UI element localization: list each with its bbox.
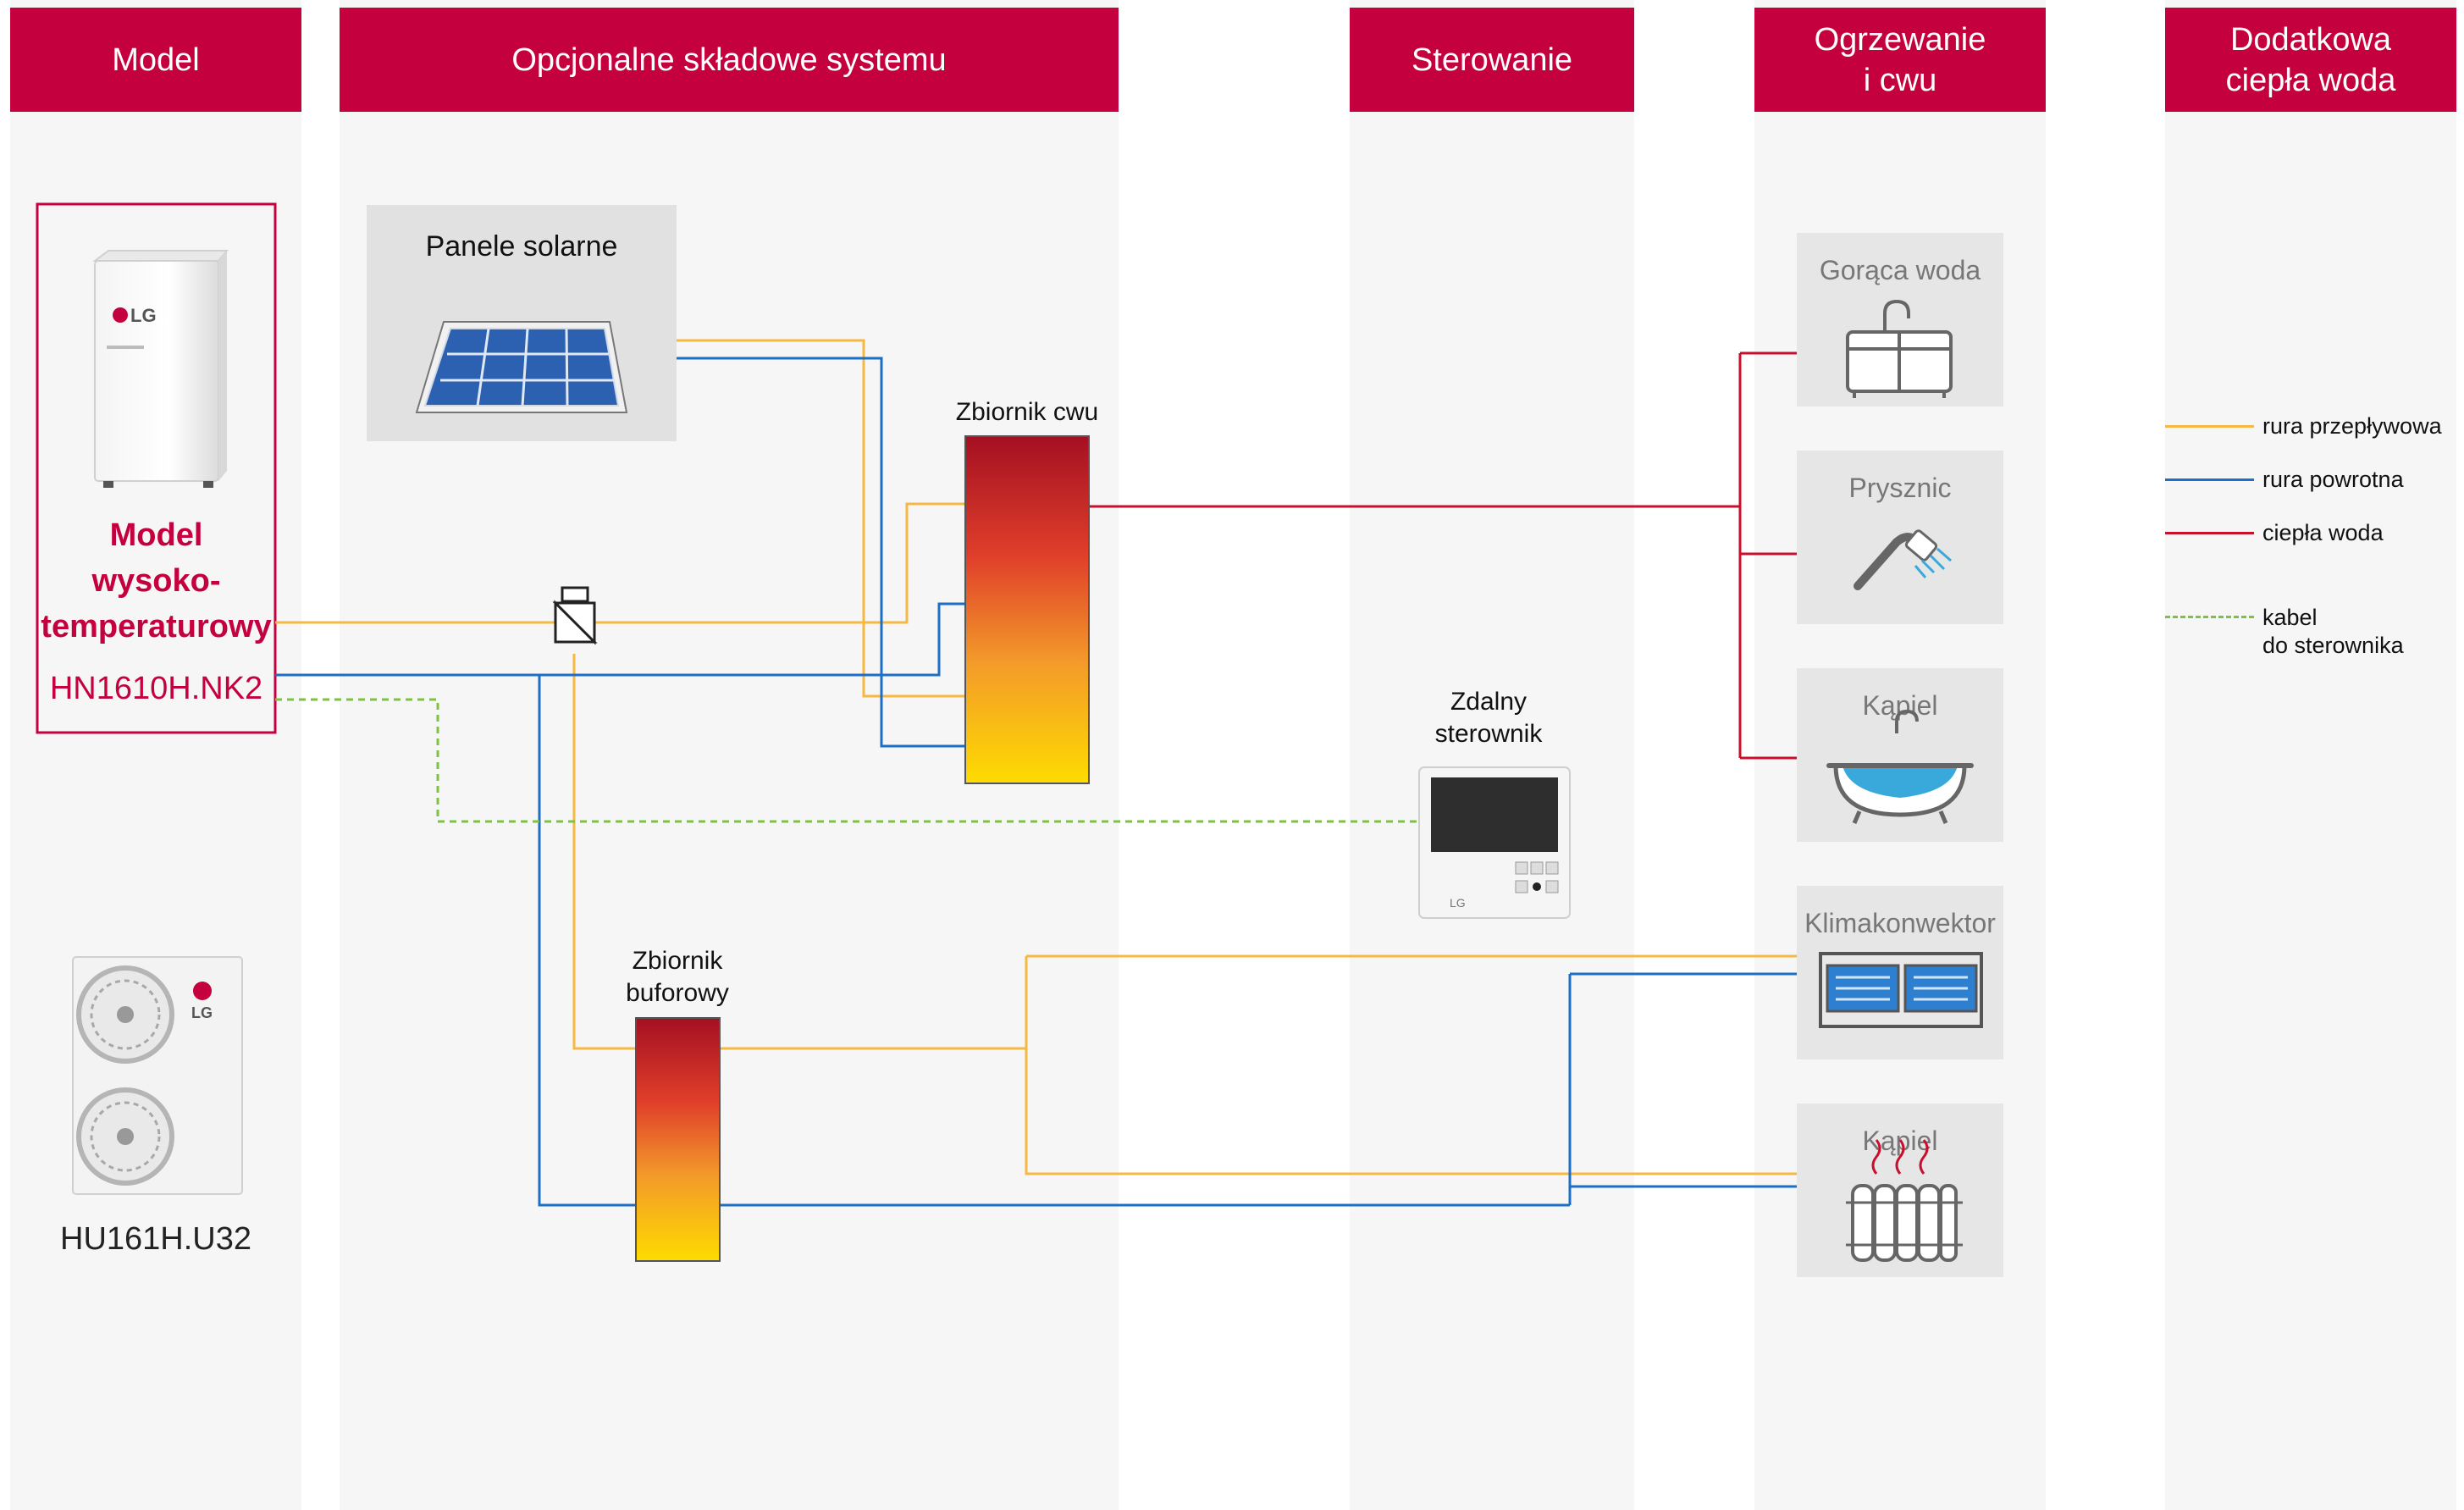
indoor-unit-logo: LG [130,305,157,326]
remote-controller-label: Zdalny sterownik [1434,688,1543,748]
output-label: Prysznic [1848,473,1952,503]
legend-label-flow: rura przepływowa [2262,413,2442,439]
legend-label-hot-water: ciepła woda [2262,520,2384,545]
legend-swatch-hot-water [2165,532,2254,534]
three-way-valve-icon [552,586,598,645]
legend-swatch-return [2165,478,2254,481]
extra-hot-water-column [2165,0,2456,1510]
dhw-tank-label: Zbiornik cwu [955,398,1099,426]
outdoor-unit-logo: LG [191,1004,213,1021]
output-label: Klimakonwektor [1804,908,1996,938]
control-column [1350,0,1634,1510]
solar-panel-image [415,321,628,413]
fan-coil-icon [1819,952,1983,1028]
legend-swatch-flow [2165,425,2254,428]
remote-controller-logo: LG [1450,896,1466,910]
indoor-unit-frame [36,202,277,734]
output-card-bath: Kąpiel [1797,668,2003,842]
header-heating-dhw: Ogrzewanie i cwu [1754,8,2046,112]
header-optional-components: Opcjonalne składowe systemu [340,8,1119,112]
header-model: Model [10,8,301,112]
output-card-hot-water: Gorąca woda [1797,233,2003,407]
buffer-tank-label: Zbiornik buforowy [626,947,729,1007]
remote-controller-image [1418,766,1571,919]
legend-label-cable: kabel do sterownika [2262,605,2404,658]
outdoor-unit-code: HU161H.U32 [60,1221,251,1257]
sink-icon [1846,299,1953,398]
legend-label-return: rura powrotna [2262,467,2404,492]
outdoor-unit-image [72,956,243,1195]
solar-panels-label: Panele solarne [425,230,618,263]
hot-water-lines [1036,351,1797,760]
return-pipes [275,357,1797,1207]
indoor-unit-code: HN1610H.NK2 [49,671,263,706]
header-control: Sterowanie [1350,8,1634,112]
indoor-unit-image [92,250,229,488]
output-label: Gorąca woda [1819,255,1981,285]
dhw-tank [964,435,1090,784]
indoor-unit-title: Model wysoko- temperaturowy [41,517,272,644]
legend-swatch-cable [2165,616,2254,618]
radiator-icon [1846,1139,1963,1262]
header-extra-hot-water: Dodatkowa ciepła woda [2165,8,2456,112]
shower-icon [1854,529,1952,590]
controller-cable [275,698,1419,823]
buffer-tank [635,1017,721,1262]
bathtub-icon [1826,709,1974,824]
